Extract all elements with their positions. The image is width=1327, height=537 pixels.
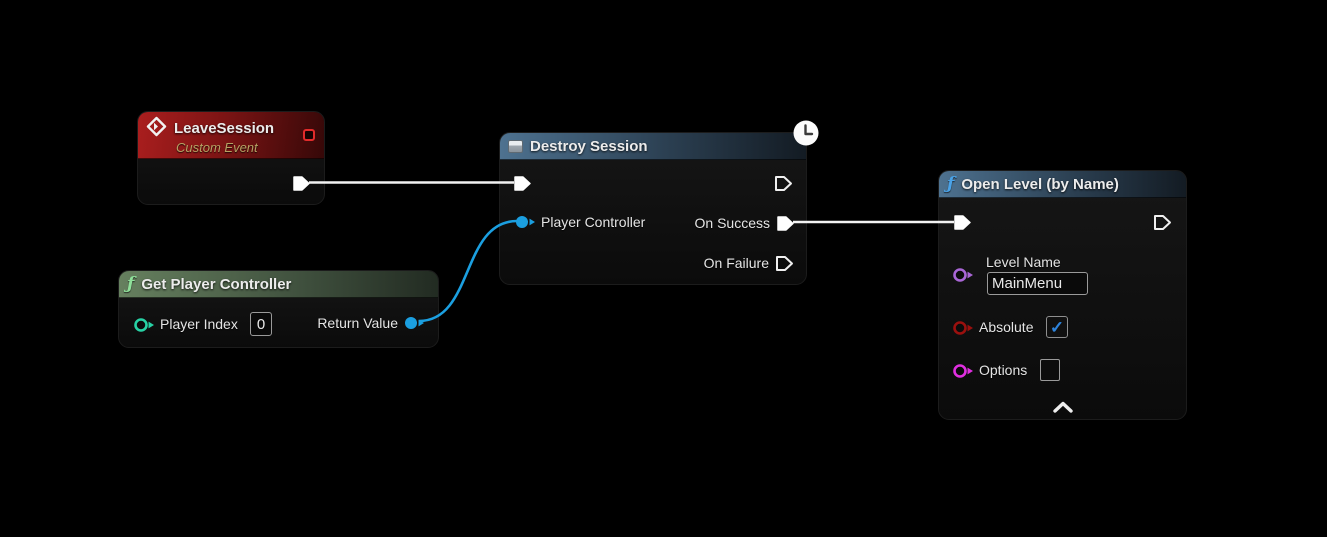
level-name-pin[interactable] [952,267,975,283]
node-title: LeaveSession [174,120,275,137]
options-input[interactable] [1040,359,1060,381]
player-controller-pin[interactable] [514,214,537,230]
exec-out-pin[interactable] [1153,214,1172,231]
delegate-pin[interactable] [303,129,315,141]
exec-out-pin[interactable] [292,175,311,192]
node-subtitle: Custom Event [176,139,258,155]
function-icon: ƒ [947,173,955,194]
checkmark-icon: ✓ [1049,317,1065,337]
absolute-pin[interactable] [952,320,975,336]
player-index-pin[interactable] [133,317,156,333]
node-open-level[interactable]: ƒ Open Level (by Name) Level Name Absolu… [938,170,1187,420]
player-index-input[interactable] [250,312,272,336]
return-value-pin[interactable] [403,315,426,331]
collapse-node-button[interactable] [939,400,1186,418]
exec-out-pin[interactable] [774,175,793,192]
return-value-label: Return Value [317,315,398,331]
options-label: Options [979,362,1028,378]
on-success-label: On Success [694,215,770,231]
absolute-checkbox[interactable]: ✓ [1046,316,1068,338]
player-controller-label: Player Controller [541,214,646,230]
node-title: Get Player Controller [141,275,292,293]
exec-in-pin[interactable] [953,214,972,231]
on-success-pin[interactable] [776,215,795,232]
pure-function-icon: ƒ [127,273,135,294]
chevron-up-icon [1052,400,1074,418]
absolute-label: Absolute [979,319,1034,335]
player-index-label: Player Index [160,316,238,332]
level-name-input[interactable] [987,272,1088,295]
options-pin[interactable] [952,363,975,379]
node-title: Destroy Session [530,137,648,155]
on-failure-label: On Failure [703,255,769,271]
latent-clock-icon [792,119,820,147]
session-box-icon [508,139,523,153]
node-leave-session[interactable]: LeaveSession Custom Event [137,111,325,205]
custom-event-icon [146,116,167,142]
on-failure-pin[interactable] [775,255,794,272]
node-destroy-session[interactable]: Destroy Session Player Controller On Suc… [499,120,819,285]
level-name-label: Level Name [986,254,1061,270]
node-get-player-controller[interactable]: ƒ Get Player Controller Player Index Ret… [118,270,439,348]
exec-in-pin[interactable] [513,175,532,192]
node-title: Open Level (by Name) [961,175,1119,193]
